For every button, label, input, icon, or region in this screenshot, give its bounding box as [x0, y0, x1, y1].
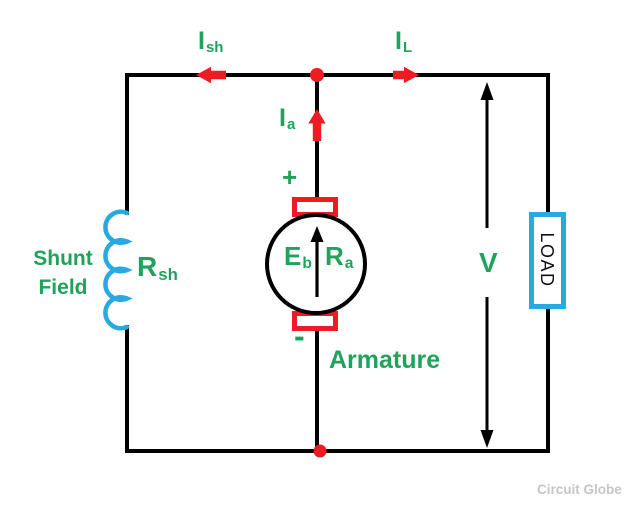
- minus-sign: -: [294, 318, 305, 354]
- ish-main: I: [198, 27, 205, 55]
- ish-sub: sh: [205, 39, 224, 57]
- shunt-field-coil: [103, 209, 133, 331]
- ra-main: R: [325, 241, 344, 271]
- rsh-label: Rsh: [137, 251, 178, 284]
- armature-label: Armature: [329, 346, 441, 374]
- load-box: [529, 212, 566, 309]
- top-junction-dot: [310, 68, 324, 82]
- emf-arrow-head: [310, 226, 324, 242]
- v-arrow-lower-head: [480, 430, 494, 448]
- eb-main: E: [284, 241, 302, 271]
- bottom-junction-dot: [313, 444, 327, 458]
- il-label: IL: [395, 27, 413, 57]
- shunt-field-label: Shunt Field: [24, 244, 102, 302]
- ish-arrow: [196, 66, 226, 84]
- rsh-sub: sh: [158, 264, 178, 284]
- load-label: LOAD: [537, 232, 557, 288]
- shunt-field-line2: Field: [38, 276, 88, 299]
- v-label: V: [479, 247, 498, 278]
- eb-sub: b: [302, 255, 312, 273]
- ra-label: Ra: [325, 241, 354, 273]
- plus-sign: +: [282, 162, 298, 192]
- ia-arrow: [308, 109, 326, 141]
- il-sub: L: [402, 39, 413, 57]
- rsh-main: R: [137, 251, 158, 282]
- eb-label: Eb: [284, 241, 312, 273]
- watermark: Circuit Globe: [537, 482, 622, 497]
- shunt-field-line1: Shunt: [33, 247, 93, 270]
- il-main: I: [395, 27, 402, 55]
- ia-label: Ia: [279, 104, 296, 134]
- ra-sub: a: [344, 255, 354, 273]
- v-arrow-upper-head: [480, 82, 494, 100]
- brush-top: [292, 197, 338, 217]
- ia-sub: a: [286, 116, 296, 134]
- ish-label: Ish: [198, 27, 224, 57]
- il-arrow: [393, 66, 419, 84]
- ia-main: I: [279, 104, 286, 132]
